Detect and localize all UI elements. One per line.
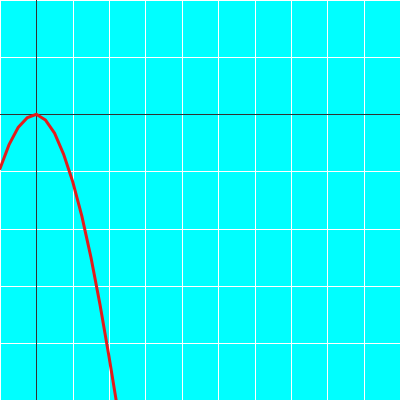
series-line-0 (0, 112, 118, 400)
series-group (0, 112, 118, 400)
